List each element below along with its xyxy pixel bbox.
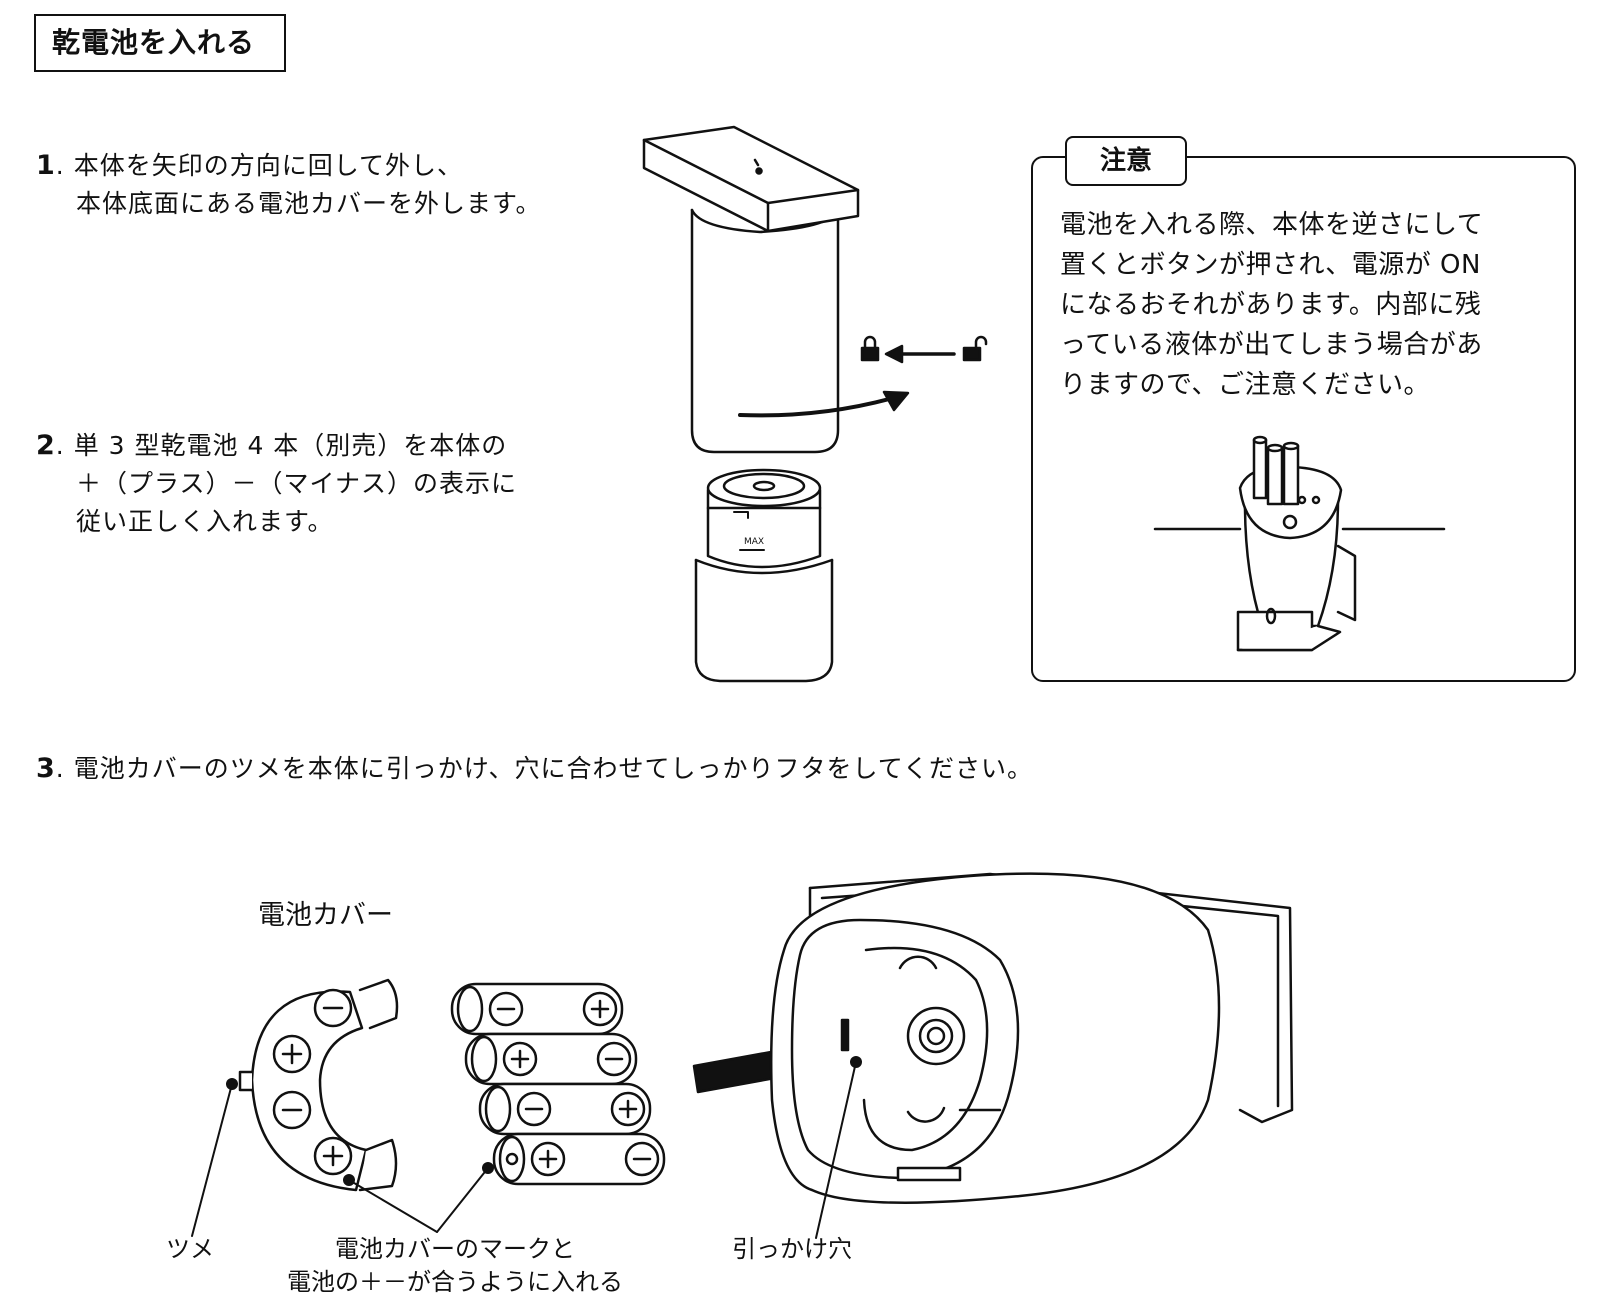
step-2: 2. 単 3 型乾電池 4 本（別売）を本体の ＋（プラス）－（マイナス）の表示… [36,427,517,541]
plus-icon [502,1041,538,1077]
minus-icon [516,1091,552,1127]
minus-icon [313,988,353,1028]
section-title: 乾電池を入れる [34,14,286,72]
cover-mark-marker [343,1174,355,1186]
plus-icon [530,1141,566,1177]
caution-line: 置くとボタンが押され、電源が ON [1060,250,1481,280]
plus-icon [610,1091,646,1127]
tab-marker [226,1078,238,1090]
minus-icon [488,991,524,1027]
step-line: 電池カバーのツメを本体に引っかけ、穴に合わせてしっかりフタをしてください。 [73,754,1033,783]
step-line: ＋（プラス）－（マイナス）の表示に [76,469,518,498]
dispenser-base-illustration [694,468,834,683]
minus-icon [596,1041,632,1077]
caution-box [1031,156,1576,682]
lock-icon [860,335,880,362]
step-1: 1. 本体を矢印の方向に回して外し、 本体底面にある電池カバーを外します。 [36,147,542,223]
caution-line: っている液体が出てしまう場合があ [1060,330,1483,360]
step-number: 2 [36,430,56,461]
max-label: MAX [744,537,764,547]
caution-title: 注意 [1065,136,1187,186]
minus-icon [624,1141,660,1177]
dispenser-side-illustration [769,872,1294,1204]
caution-line: 電池を入れる際、本体を逆さにして [1060,210,1484,240]
minus-icon [272,1090,312,1130]
rotate-arrow-icon [738,390,910,418]
step-3: 3. 電池カバーのツメを本体に引っかけ、穴に合わせてしっかりフタをしてください。 [36,753,1033,784]
caution-illustration [1153,435,1446,652]
tab-label: ツメ [166,1235,214,1263]
plus-icon [582,991,618,1027]
step-number: 1 [36,150,56,181]
battery-cover-label: 電池カバー [258,900,393,931]
leader-lines [191,1061,857,1239]
step-line: 本体を矢印の方向に回して外し、 [73,151,463,180]
marks-label-line1: 電池カバーのマークと [335,1235,575,1263]
step-line: 従い正しく入れます。 [76,507,334,536]
caution-text: 電池を入れる際、本体を逆さにして 置くとボタンが押され、電源が ON になるおそ… [1060,205,1560,405]
step-line: 本体底面にある電池カバーを外します。 [76,189,542,218]
battery-mark-marker [482,1162,494,1174]
marks-label-line2: 電池の＋－が合うように入れる [287,1268,623,1296]
dispenser-body-illustration [642,125,860,454]
arrow-left-icon [884,344,956,364]
plus-icon [313,1136,353,1176]
caution-line: になるおそれがあります。内部に残 [1060,290,1482,320]
step-line: 単 3 型乾電池 4 本（別売）を本体の [73,431,508,460]
unlock-icon [962,335,988,362]
hook-hole-label: 引っかけ穴 [732,1235,852,1263]
plus-icon [272,1034,312,1074]
step-number: 3 [36,753,56,784]
caution-line: りますので、ご注意ください。 [1060,370,1430,400]
hook-hole-marker [850,1056,862,1068]
